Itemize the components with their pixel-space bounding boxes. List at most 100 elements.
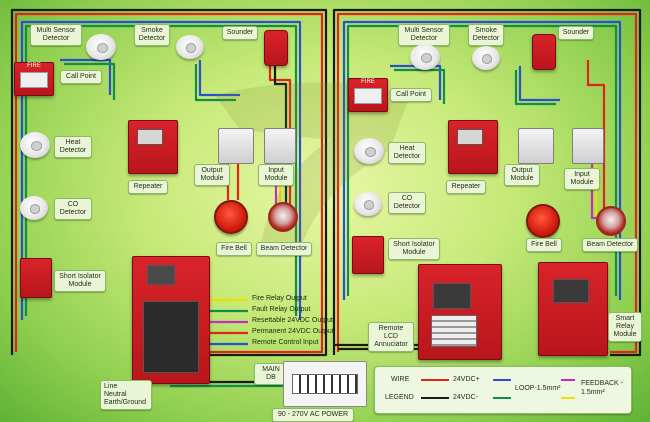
smoke-detector-label-right: Smoke Detector — [468, 24, 504, 46]
legend-black-swatch — [421, 397, 449, 399]
repeater-label-left: Repeater — [128, 180, 168, 194]
main-db-label: MAIN DB — [254, 363, 288, 385]
co-detector-right — [354, 192, 382, 216]
repeater-panel-right — [448, 120, 498, 174]
annunciator-display — [433, 283, 471, 309]
main-fire-alarm-panel — [132, 256, 210, 384]
remote-lcd-annunciator — [418, 264, 502, 360]
input-module-right — [572, 128, 604, 164]
call-point-left: FIRE — [14, 62, 54, 96]
multi-sensor-detector-label-right: Multi Sensor Detector — [398, 24, 450, 46]
smoke-detector-left — [176, 35, 204, 59]
legend-yellow-swatch — [561, 397, 575, 399]
annunciator-keypad — [431, 315, 477, 347]
legend-plus: 24VDC+ — [453, 376, 480, 383]
legend-feedback: FEEDBACK - — [581, 380, 624, 387]
wire-right-red-outer — [336, 12, 638, 354]
output-module-right — [518, 128, 554, 164]
repeater-label-right: Repeater — [446, 180, 486, 194]
call-point-fire-text-left: FIRE — [27, 63, 41, 69]
wire-left-black-outer — [10, 8, 328, 357]
line-neutral-label: Line Neutral Earth/Ground — [100, 380, 152, 410]
repeater-screen-right — [457, 129, 483, 145]
wire-left-red-outer — [14, 12, 324, 354]
call-point-fire-text-right: FIRE — [361, 79, 375, 85]
remote-lcd-label: Remote LCD Annuciator — [368, 322, 414, 352]
fire-bell-label-right: Fire Bell — [526, 238, 562, 252]
signal-fire-relay: Fire Relay Output — [252, 295, 307, 302]
call-point-window-left — [20, 72, 48, 88]
smart-relay-module — [538, 262, 608, 356]
output-module-label-left: Output Module — [194, 164, 230, 186]
call-point-label-left: Call Point — [60, 70, 102, 84]
signal-remote-control: Remote Control Input — [252, 339, 319, 346]
beam-detector-label-right: Beam Detector — [582, 238, 638, 252]
beam-detector-left — [268, 202, 298, 232]
repeater-panel-left — [128, 120, 178, 174]
legend-magenta-swatch — [561, 379, 575, 381]
input-module-left — [264, 128, 296, 164]
call-point-window-right — [354, 88, 382, 104]
main-db-breakers — [292, 374, 358, 394]
legend-wire-label: WIRE — [391, 376, 410, 383]
fire-bell-right — [526, 204, 560, 238]
output-module-left — [218, 128, 254, 164]
sounder-left — [264, 30, 288, 66]
signal-resettable: Resettable 24VDC Output — [252, 317, 333, 324]
wire-right-inner-green — [394, 68, 556, 106]
line-neutral-text: Line Neutral Earth/Ground — [104, 383, 147, 406]
heat-detector-label-left: Heat Detector — [54, 136, 92, 158]
beam-detector-label-left: Beam Detector — [256, 242, 312, 256]
short-isolator-module-right — [352, 236, 384, 274]
wire-right-sounder-red — [586, 60, 606, 230]
smart-relay-label: Smart Relay Module — [608, 312, 642, 342]
heat-detector-left — [20, 132, 50, 158]
legend-minus: 24VDC- — [453, 394, 478, 401]
legend-legend-label: LEGEND — [385, 394, 414, 401]
wire-legend: WIRE LEGEND 24VDC+ 24VDC- LOOP-1.5mm² FE… — [374, 366, 632, 414]
wire-right-inner-blue — [390, 64, 560, 102]
co-detector-label-left: CO Detector — [54, 198, 92, 220]
call-point-label-right: Call Point — [390, 88, 432, 102]
input-module-label-left: Input Module — [258, 164, 294, 186]
main-panel-cards — [143, 301, 199, 373]
sounder-label-left: Sounder — [222, 26, 258, 40]
call-point-right: FIRE — [348, 78, 388, 112]
legend-feedback-size: 1.5mm² — [581, 389, 605, 396]
beam-detector-right — [596, 206, 626, 236]
short-isolator-label-right: Short Isolator Module — [388, 238, 440, 260]
legend-red-swatch — [421, 379, 449, 381]
watermark-shape — [215, 82, 410, 250]
input-module-label-right: Input Module — [564, 168, 600, 190]
short-isolator-label-left: Short Isolator Module — [54, 270, 106, 292]
output-module-label-right: Output Module — [504, 164, 540, 186]
smoke-detector-right — [472, 46, 500, 70]
legend-loop: LOOP-1.5mm² — [515, 385, 561, 392]
multi-sensor-detector-left — [86, 34, 116, 60]
legend-green-swatch — [493, 397, 511, 399]
fire-bell-label-left: Fire Bell — [216, 242, 252, 256]
ac-power-label: 90 - 270V AC POWER — [272, 408, 354, 422]
heat-detector-right — [354, 138, 384, 164]
wire-left-blue-loop — [20, 20, 302, 320]
fire-bell-left — [214, 200, 248, 234]
multi-sensor-detector-label-left: Multi Sensor Detector — [30, 24, 82, 46]
signal-permanent: Permanent 24VDC Output — [252, 328, 334, 335]
multi-sensor-detector-right — [410, 44, 440, 70]
smoke-detector-label-left: Smoke Detector — [134, 24, 170, 46]
co-detector-left — [20, 196, 48, 220]
main-db-box — [283, 361, 367, 407]
sounder-right — [532, 34, 556, 70]
wire-right-blue-loop — [342, 20, 622, 300]
smart-relay-display — [553, 279, 589, 303]
short-isolator-module-left — [20, 258, 52, 298]
wire-left-inner-blue — [60, 58, 240, 97]
signal-fault-relay: Fault Relay Output — [252, 306, 311, 313]
co-detector-label-right: CO Detector — [388, 192, 426, 214]
repeater-screen-left — [137, 129, 163, 145]
sounder-label-right: Sounder — [558, 26, 594, 40]
wire-left-inner-green — [64, 62, 236, 102]
legend-blue-swatch — [493, 379, 511, 381]
main-panel-display — [147, 265, 175, 285]
